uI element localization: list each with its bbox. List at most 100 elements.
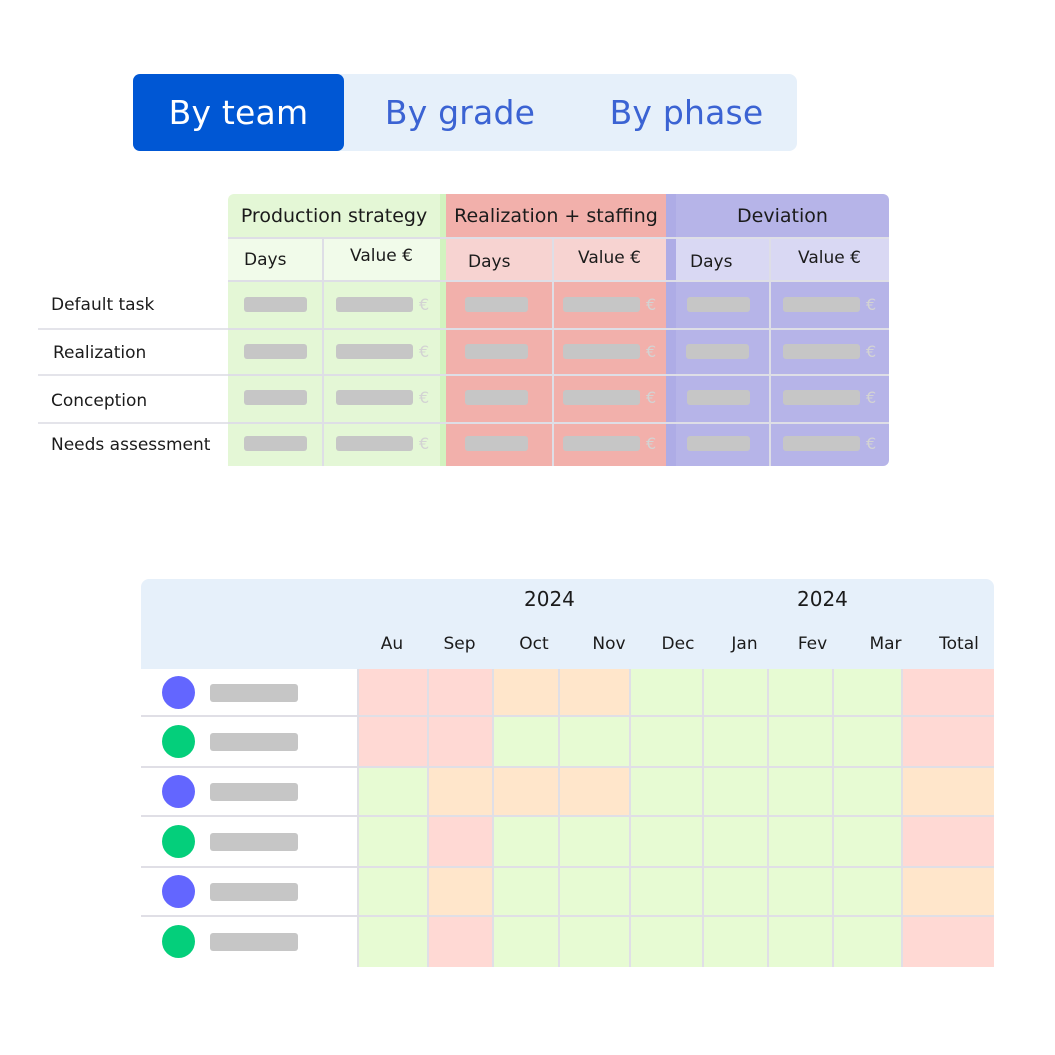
status-cell-green[interactable] — [630, 669, 703, 716]
tab-by-team[interactable]: By team — [133, 74, 344, 151]
status-cell-green[interactable] — [703, 916, 768, 967]
month-header-oct: Oct — [519, 634, 549, 654]
redacted-value — [687, 390, 750, 405]
status-cell-orange[interactable] — [493, 767, 559, 816]
days-value-cell — [244, 297, 307, 312]
status-cell-green[interactable] — [833, 816, 902, 867]
month-header-sep: Sep — [443, 634, 476, 654]
status-cell-red[interactable] — [902, 669, 994, 716]
status-cell-green[interactable] — [630, 916, 703, 967]
status-cell-green[interactable] — [630, 867, 703, 916]
redacted-value — [336, 344, 413, 359]
status-cell-green[interactable] — [559, 816, 630, 867]
avatar — [162, 925, 195, 958]
redacted-value — [687, 297, 750, 312]
status-cell-green[interactable] — [493, 916, 559, 967]
status-cell-green[interactable] — [768, 669, 833, 716]
redacted-value — [783, 297, 860, 312]
status-cell-green[interactable] — [630, 767, 703, 816]
status-cell-red[interactable] — [428, 816, 493, 867]
divider — [832, 669, 834, 967]
status-cell-green[interactable] — [768, 816, 833, 867]
divider — [767, 669, 769, 967]
euro-symbol: € — [419, 388, 430, 407]
status-cell-orange[interactable] — [559, 669, 630, 716]
status-cell-green[interactable] — [703, 816, 768, 867]
redacted-value — [336, 390, 413, 405]
status-cell-red[interactable] — [428, 916, 493, 967]
status-cell-orange[interactable] — [493, 669, 559, 716]
redacted-value — [336, 436, 413, 451]
days-value-cell — [244, 436, 307, 451]
status-cell-green[interactable] — [358, 767, 428, 816]
team-member-row[interactable] — [141, 916, 358, 967]
status-cell-green[interactable] — [703, 716, 768, 767]
team-member-row[interactable] — [141, 716, 358, 767]
status-cell-red[interactable] — [902, 916, 994, 967]
status-cell-red[interactable] — [358, 716, 428, 767]
team-member-row[interactable] — [141, 669, 358, 716]
status-cell-green[interactable] — [768, 716, 833, 767]
status-cell-green[interactable] — [768, 867, 833, 916]
status-cell-red[interactable] — [428, 669, 493, 716]
status-cell-orange[interactable] — [428, 867, 493, 916]
redacted-value — [686, 344, 749, 359]
euro-symbol: € — [646, 295, 657, 314]
status-cell-green[interactable] — [630, 716, 703, 767]
status-cell-green[interactable] — [358, 816, 428, 867]
status-cell-green[interactable] — [559, 867, 630, 916]
days-value-cell — [244, 390, 307, 405]
tab-by-grade[interactable]: By grade — [384, 93, 536, 132]
status-cell-red[interactable] — [428, 716, 493, 767]
view-toggle: By team By grade By phase — [133, 74, 797, 151]
status-cell-green[interactable] — [833, 716, 902, 767]
status-cell-red[interactable] — [902, 816, 994, 867]
status-cell-green[interactable] — [768, 767, 833, 816]
status-cell-green[interactable] — [833, 867, 902, 916]
divider — [427, 669, 429, 967]
month-header-jan: Jan — [731, 634, 758, 654]
year-label: 2024 — [524, 587, 575, 611]
status-cell-orange[interactable] — [559, 767, 630, 816]
euro-value-cell: € — [336, 342, 429, 361]
status-cell-orange[interactable] — [902, 867, 994, 916]
days-value-cell — [465, 436, 528, 451]
group-bg-deviation — [666, 194, 889, 238]
status-cell-red[interactable] — [902, 716, 994, 767]
team-member-row[interactable] — [141, 816, 358, 867]
divider — [141, 766, 994, 768]
status-cell-green[interactable] — [559, 716, 630, 767]
avatar — [162, 775, 195, 808]
status-cell-red[interactable] — [358, 669, 428, 716]
status-cell-green[interactable] — [493, 716, 559, 767]
status-cell-green[interactable] — [768, 916, 833, 967]
status-cell-green[interactable] — [493, 867, 559, 916]
col-header-value: Value € — [798, 247, 861, 268]
divider — [141, 715, 994, 717]
col-header-value: Value € — [350, 245, 413, 266]
status-cell-green[interactable] — [358, 867, 428, 916]
tab-by-phase[interactable]: By phase — [609, 93, 764, 132]
status-cell-green[interactable] — [703, 767, 768, 816]
status-cell-green[interactable] — [630, 816, 703, 867]
team-member-row[interactable] — [141, 867, 358, 916]
status-cell-green[interactable] — [703, 669, 768, 716]
status-cell-green[interactable] — [833, 916, 902, 967]
status-cell-green[interactable] — [493, 816, 559, 867]
divider — [322, 238, 324, 466]
team-member-row[interactable] — [141, 767, 358, 816]
status-cell-green[interactable] — [559, 916, 630, 967]
status-cell-green[interactable] — [358, 916, 428, 967]
status-cell-green[interactable] — [833, 767, 902, 816]
redacted-name — [210, 933, 298, 951]
euro-value-cell: € — [336, 434, 429, 453]
status-cell-green[interactable] — [703, 867, 768, 916]
redacted-value — [465, 390, 528, 405]
status-cell-green[interactable] — [833, 669, 902, 716]
status-cell-orange[interactable] — [902, 767, 994, 816]
status-cell-orange[interactable] — [428, 767, 493, 816]
euro-symbol: € — [646, 388, 657, 407]
month-header-fev: Fev — [797, 634, 828, 654]
redacted-value — [563, 344, 640, 359]
redacted-name — [210, 833, 298, 851]
